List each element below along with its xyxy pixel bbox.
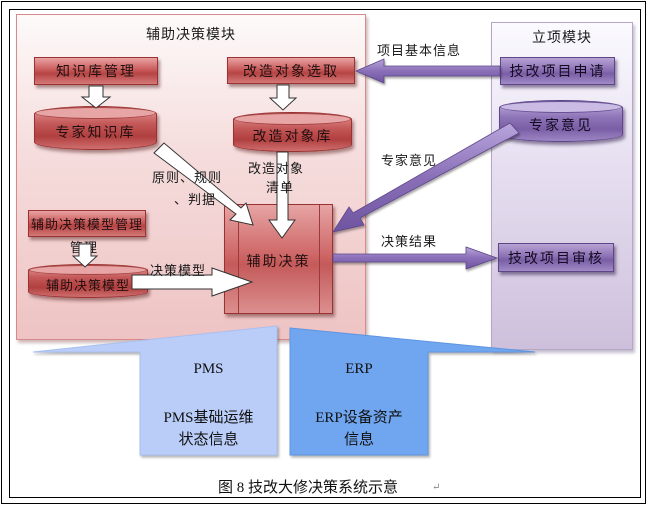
cylinder-top [234,113,351,125]
cylinder-top [29,265,147,275]
paragraph-mark: ↵ [432,482,441,493]
figure-caption: 图 8 技改大修决策系统示意 [218,480,399,496]
decision-model-arrow [131,267,254,297]
central-left-divider [238,205,239,313]
erp-source-desc-line2: 信息 [343,432,374,448]
decision-model-flow-label: 决策模型 [150,264,207,279]
erp-source-callout [289,327,536,456]
object-list-label-line1: 改造对象 [248,162,305,177]
down-arrow-knowledge [80,85,112,109]
pms-source-name: PMS [193,361,224,377]
inner-frame [9,9,641,498]
expert-opinion-db-label: 专家意见 [529,118,593,134]
object-list-label-line2: 清单 [266,181,295,196]
decision-model-management-box[interactable]: 辅助决策模型管理 [28,210,146,237]
rules-label-line2: 、判据 [174,193,217,208]
erp-source-desc-line1: ERP设备资产 [315,410,403,426]
object-list-arrow [268,151,296,239]
rules-arrow [153,142,254,226]
erp-source-name: ERP [345,361,373,377]
pms-source-desc-line2: 状态信息 [178,432,239,448]
expert-knowledge-base-cylinder[interactable]: 专家知识库 [34,106,157,150]
decision-model-label: 辅助决策模型 [45,278,130,294]
cylinder-top [500,101,622,113]
decision-result-arrow [332,246,499,270]
decision-model-cylinder[interactable]: 辅助决策模型 [28,264,148,298]
renovation-object-db-label: 改造对象库 [252,129,333,145]
central-right-divider [319,205,320,313]
down-arrow-model [71,243,99,268]
project-basic-info-arrow [354,58,501,84]
down-arrow-object [268,84,298,111]
knowledge-base-management-box[interactable]: 知识库管理 [34,57,158,85]
project-module-title: 立项模块 [532,30,592,46]
auxiliary-decision-label: 辅助决策 [246,254,311,270]
renovation-object-selection-box[interactable]: 改造对象选取 [227,57,355,84]
expert-knowledge-base-label: 专家知识库 [55,125,136,141]
decision-result-flow-label: 决策结果 [381,235,438,250]
expert-opinion-flow-label: 专家意见 [381,154,438,169]
expert-opinion-cylinder[interactable]: 专家意见 [499,100,623,142]
project-review-box[interactable]: 技改项目审核 [498,243,614,272]
expert-opinion-arrow [332,122,520,233]
pms-source-desc-line1: PMS基础运维 [163,410,254,426]
decision-module-title: 辅助决策模块 [146,27,236,43]
project-application-box[interactable]: 技改项目申请 [500,57,615,85]
pms-source-callout [32,325,278,456]
rules-label-line1: 原则、规则 [152,171,223,186]
basic-info-flow-label: 项目基本信息 [377,44,462,59]
renovation-object-db-cylinder[interactable]: 改造对象库 [233,112,352,152]
